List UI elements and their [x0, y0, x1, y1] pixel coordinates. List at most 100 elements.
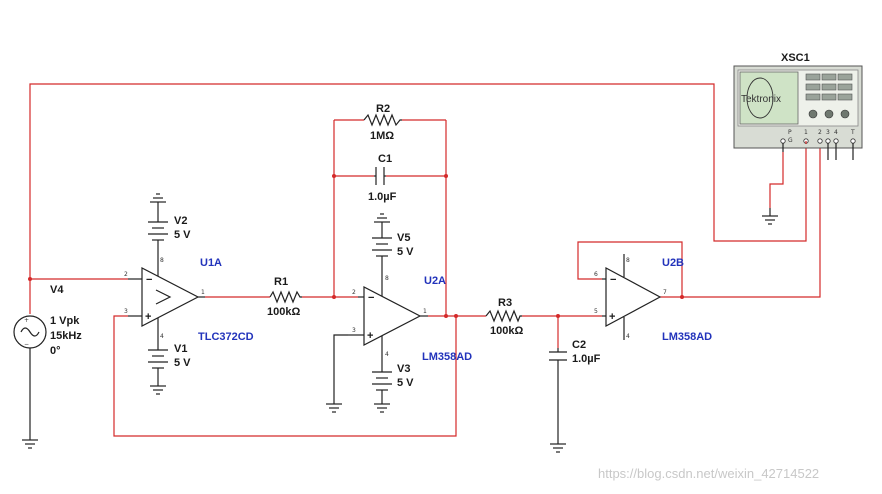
r3-ref: R3: [498, 297, 512, 309]
junction-c2: [556, 314, 560, 318]
resistor-r3[interactable]: R3 100kΩ: [485, 297, 523, 337]
svg-text:3: 3: [124, 308, 128, 315]
scope-pin-g: G: [788, 137, 793, 144]
scope-buttons: [805, 73, 853, 101]
dc-source-v2[interactable]: V2 5 V: [148, 193, 191, 262]
junction-u2a-out-loop: [454, 314, 458, 318]
junction-u2b-out: [680, 295, 684, 299]
opamp-u1a[interactable]: − + 2 3 1 8 4 U1A TLC372CD: [124, 257, 254, 343]
scope-pin-4: 4: [834, 129, 838, 136]
scope-trace-icon: [746, 77, 774, 119]
r3-value: 100kΩ: [490, 325, 523, 337]
svg-text:7: 7: [663, 289, 667, 296]
v2-value: 5 V: [174, 229, 191, 241]
wire-scope-ground[interactable]: [769, 152, 784, 208]
resistor-r2-zigzag: [363, 113, 402, 127]
resistor-r1-zigzag: [269, 290, 302, 304]
svg-text:8: 8: [160, 257, 164, 264]
svg-text:1: 1: [423, 308, 427, 315]
c1-ref: C1: [378, 153, 392, 165]
ground-c2: [550, 443, 566, 453]
opamp-u2a[interactable]: − + 2 3 1 8 4 U2A LM358AD: [333, 275, 472, 404]
ac-source-v4[interactable]: + − V4 1 Vpk 15kHz 0°: [13, 284, 82, 440]
wire-v4-to-scope[interactable]: [29, 83, 807, 279]
junction-u2a-out: [444, 314, 448, 318]
resistor-r2[interactable]: R2 1MΩ: [363, 103, 402, 142]
scope-button[interactable]: [821, 93, 837, 101]
scope-pin-1: 1: [804, 129, 808, 136]
u2b-ref: U2B: [662, 257, 684, 269]
u1a-part: TLC372CD: [198, 331, 254, 343]
opamp-u2b-triangle: [605, 266, 662, 328]
scope-button[interactable]: [821, 73, 837, 81]
v1-value: 5 V: [174, 357, 191, 369]
v3-value: 5 V: [397, 377, 414, 389]
c2-ref: C2: [572, 339, 586, 351]
v5-value: 5 V: [397, 246, 414, 258]
oscilloscope-xsc1[interactable]: XSC1 Tektronix P G 1 2 3: [733, 52, 863, 208]
svg-text:+: +: [367, 330, 373, 342]
comparator-icon: [155, 289, 172, 305]
wire-u1a-noninv-loop[interactable]: [113, 315, 457, 437]
c2-value: 1.0µF: [572, 353, 601, 365]
scope-button[interactable]: [821, 83, 837, 91]
svg-text:+: +: [609, 311, 615, 323]
ground-v4: [22, 439, 38, 449]
scope-knobs: [808, 109, 850, 119]
v4-frequency: 15kHz: [50, 330, 82, 342]
v4-amplitude: 1 Vpk: [50, 315, 80, 327]
svg-text:5: 5: [594, 308, 598, 315]
dc-source-v3[interactable]: V3 5 V: [372, 356, 414, 413]
r1-ref: R1: [274, 276, 288, 288]
svg-text:−: −: [24, 341, 29, 348]
scope-screen: [739, 71, 799, 125]
sine-wave-icon: [20, 327, 40, 337]
svg-text:2: 2: [124, 271, 128, 278]
scope-pin-3: 3: [826, 129, 830, 136]
scope-brand: Tektronix: [741, 94, 781, 105]
scope-terminals: P G 1 2 3 4 T: [780, 129, 856, 160]
ground-scope: [762, 208, 778, 225]
wire-u2b-follower[interactable]: [577, 241, 683, 297]
junction-c1-right: [444, 174, 448, 178]
scope-button[interactable]: [837, 93, 853, 101]
scope-button[interactable]: [837, 73, 853, 81]
junctions: [28, 174, 684, 318]
wire-u2b-out-scope[interactable]: [660, 144, 821, 298]
wires: [29, 83, 821, 437]
ground-u2a: [326, 403, 342, 413]
capacitor-c2[interactable]: C2 1.0µF: [549, 339, 601, 444]
v4-phase: 0°: [50, 345, 61, 357]
junction-c1-left: [332, 174, 336, 178]
scope-knob[interactable]: [808, 109, 818, 119]
scope-button[interactable]: [805, 73, 821, 81]
r2-value: 1MΩ: [370, 130, 394, 142]
xsc1-ref: XSC1: [781, 52, 810, 64]
svg-text:6: 6: [594, 271, 598, 278]
v3-ref: V3: [397, 363, 410, 375]
r1-value: 100kΩ: [267, 306, 300, 318]
scope-button[interactable]: [805, 83, 821, 91]
scope-pin-t: T: [850, 129, 855, 136]
opamp-u2a-triangle: [363, 286, 422, 346]
svg-text:3: 3: [352, 327, 356, 334]
watermark: https://blog.csdn.net/weixin_42714522: [598, 466, 819, 481]
u2a-ref: U2A: [424, 275, 446, 287]
c1-value: 1.0µF: [368, 191, 397, 203]
junction-v4: [28, 277, 32, 281]
capacitor-c1[interactable]: C1 1.0µF: [368, 153, 397, 203]
scope-knob[interactable]: [824, 109, 834, 119]
dc-source-v5[interactable]: V5 5 V: [372, 213, 414, 278]
scope-knob[interactable]: [840, 109, 850, 119]
scope-button[interactable]: [837, 83, 853, 91]
v4-ref: V4: [50, 284, 64, 296]
opamp-u2b[interactable]: − + 6 5 7 8 4 U2B LM358AD: [594, 254, 712, 343]
u1a-ref: U1A: [200, 257, 222, 269]
v2-ref: V2: [174, 215, 187, 227]
resistor-r1[interactable]: R1 100kΩ: [267, 276, 302, 318]
svg-text:2: 2: [352, 289, 356, 296]
dc-source-v1[interactable]: V1 5 V: [148, 332, 191, 395]
scope-button[interactable]: [805, 93, 821, 101]
svg-text:1: 1: [201, 289, 205, 296]
